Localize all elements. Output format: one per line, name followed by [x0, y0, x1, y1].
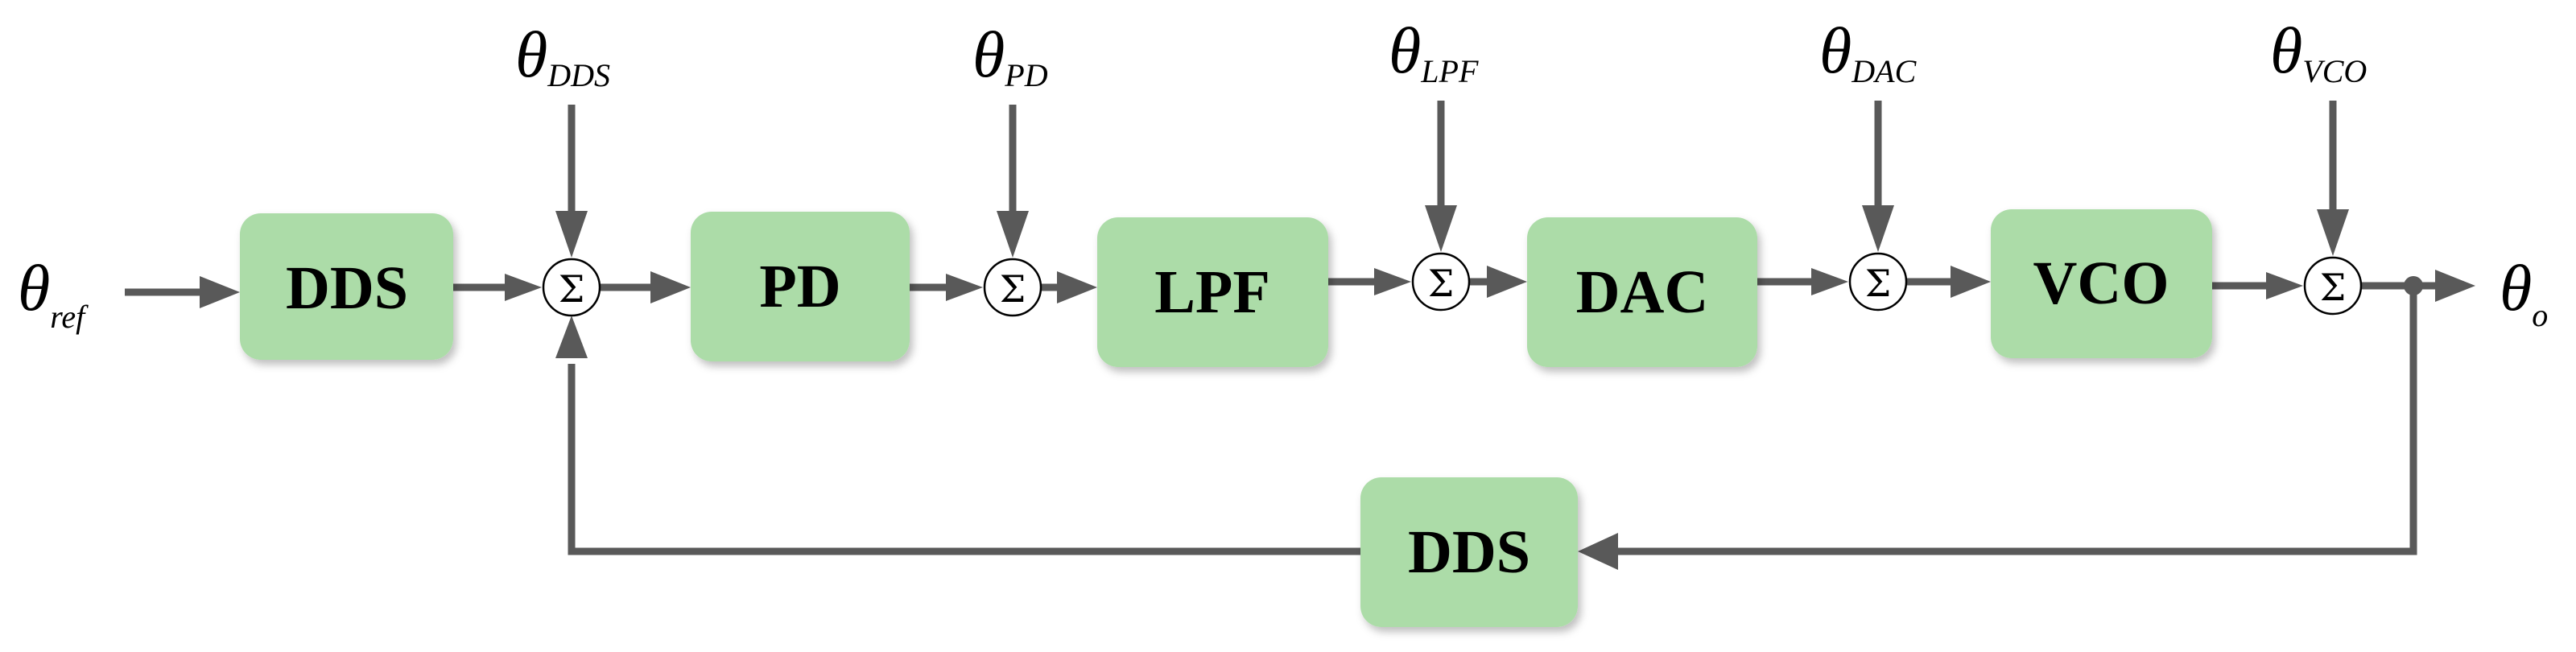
arrowhead-into-dac [1487, 266, 1527, 298]
arrowhead-into-sum1 [505, 274, 542, 301]
noise-vco-theta: θ [2270, 14, 2302, 87]
noise-dds-theta: θ [515, 18, 547, 91]
arrowhead-into-sum4 [1811, 268, 1848, 295]
dds-feedback-block: DDS [1360, 477, 1578, 627]
noise-dac-subscript: DAC [1851, 53, 1917, 89]
lpf-label: LPF [1154, 258, 1270, 326]
noise-vco-label: θVCO [2270, 14, 2367, 89]
arrowhead-into-dds [200, 276, 240, 308]
dac-block: DAC [1527, 217, 1757, 367]
arrowhead-into-sum5 [2266, 272, 2303, 299]
arrowhead-into-sum3 [1374, 268, 1411, 295]
arrowhead-noise-vco [2317, 209, 2349, 256]
dds-forward-label: DDS [286, 254, 408, 322]
sum-symbol-2: Σ [1000, 267, 1026, 311]
output-signal-label: θo [2500, 251, 2548, 333]
feedback-path-wires [568, 276, 2423, 555]
arrowhead-noise-lpf [1425, 205, 1457, 252]
sum-symbol-1: Σ [559, 267, 585, 311]
summing-junction-5: Σ [2303, 256, 2363, 316]
output-tap-node [2404, 276, 2423, 295]
noise-pd-theta: θ [972, 18, 1005, 91]
dds-forward-block: DDS [240, 213, 453, 360]
vco-label: VCO [2033, 250, 2169, 317]
noise-dds-subscript: DDS [547, 57, 610, 93]
arrowhead-feedback-into-sum1 [555, 316, 588, 358]
wire-feedback-dds-to-sum1 [568, 364, 1360, 555]
dac-label: DAC [1576, 258, 1709, 326]
dds-feedback-label: DDS [1408, 518, 1530, 586]
summing-junction-3: Σ [1411, 252, 1471, 312]
sum-symbol-5: Σ [2320, 266, 2347, 309]
sum-symbol-3: Σ [1428, 262, 1455, 305]
vco-block: VCO [1991, 209, 2212, 358]
noise-vco-subscript: VCO [2302, 53, 2367, 89]
noise-lpf-theta: θ [1389, 14, 1421, 87]
arrowhead-into-lpf [1057, 271, 1097, 303]
sum-symbol-4: Σ [1865, 262, 1892, 305]
noise-injection-wires [568, 101, 2337, 211]
arrowhead-output [2435, 270, 2475, 302]
arrowheads [200, 205, 2475, 570]
input-subscript: ref [50, 299, 89, 335]
noise-lpf-label: θLPF [1389, 14, 1479, 89]
input-theta: θ [18, 251, 50, 324]
pd-block: PD [691, 212, 910, 361]
wire-tap-to-feedback-dds [1602, 286, 2417, 555]
summing-junction-2: Σ [983, 258, 1042, 317]
summing-junction-1: Σ [542, 258, 601, 317]
arrowhead-noise-pd [997, 211, 1029, 258]
input-signal-label: θref [18, 251, 89, 335]
forward-path-wires [125, 278, 2443, 296]
output-subscript: o [2532, 297, 2548, 333]
arrowhead-into-feedback-dds [1578, 533, 1618, 570]
noise-dds-label: θDDS [515, 18, 610, 93]
noise-dac-label: θDAC [1819, 14, 1918, 89]
arrowhead-into-pd [650, 271, 691, 303]
noise-pd-label: θPD [972, 18, 1048, 93]
arrowhead-into-sum2 [946, 274, 983, 301]
noise-pd-subscript: PD [1004, 57, 1047, 93]
lpf-block: LPF [1097, 217, 1328, 367]
summing-junction-4: Σ [1848, 252, 1908, 312]
arrowhead-noise-dds [555, 211, 588, 258]
output-theta: θ [2500, 251, 2532, 324]
noise-dac-theta: θ [1819, 14, 1852, 87]
pd-label: PD [759, 253, 840, 320]
noise-lpf-subscript: LPF [1420, 53, 1479, 89]
arrowhead-into-vco [1951, 266, 1991, 298]
arrowhead-noise-dac [1862, 205, 1894, 252]
